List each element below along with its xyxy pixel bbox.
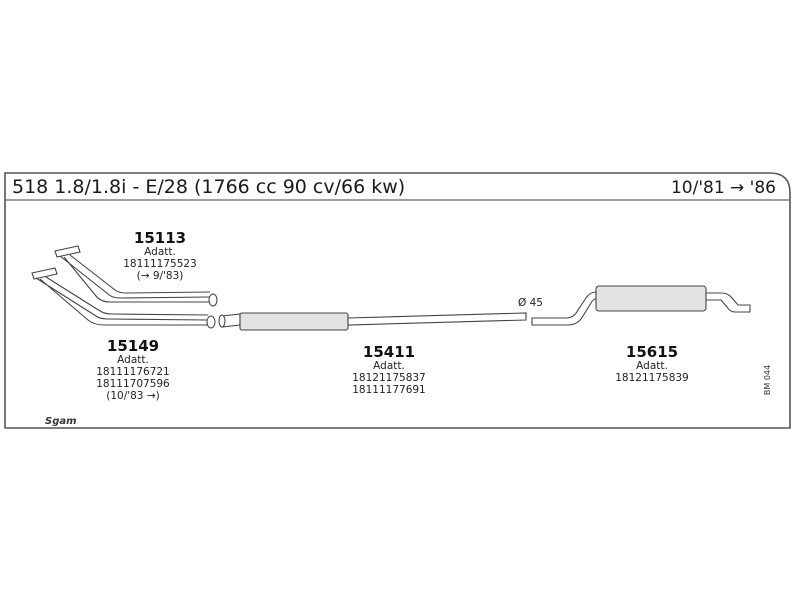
rear-silencer-box (595, 285, 707, 312)
middle-pipe-inlet-ring (218, 314, 226, 328)
middle-pipe-tube (347, 312, 527, 326)
part-line: Adatt. (636, 360, 668, 372)
brand-logo: Sgam (45, 416, 77, 427)
rear-tailpipe (705, 292, 751, 313)
part-line: Adatt. (117, 354, 149, 366)
part-number: 15615 (626, 343, 678, 361)
part-label-15411: 15411 Adatt. 18121175837 18111177691 (352, 343, 426, 396)
centre-silencer (239, 312, 349, 331)
production-date-range: 10/'81 → '86 (671, 178, 776, 198)
part-line: 18121175837 (352, 372, 426, 384)
upper-flange (54, 245, 81, 258)
part-line: (10/'83 →) (106, 390, 159, 402)
part-number: 15113 (134, 229, 186, 247)
catalog-code: BM 044 (763, 365, 772, 395)
part-line: Adatt. (144, 246, 176, 258)
part-line: Adatt. (373, 360, 405, 372)
part-line: 18111175523 (123, 258, 197, 270)
upper-pipe (59, 254, 211, 303)
part-line: (→ 9/'83) (137, 270, 184, 282)
part-line: 18111707596 (96, 378, 170, 390)
middle-pipe-assembly (218, 312, 527, 331)
part-label-15615: 15615 Adatt. 18121175839 (615, 343, 689, 384)
upper-pipe-end (208, 293, 218, 307)
part-number: 15149 (107, 337, 159, 355)
front-downpipe-assembly (31, 245, 218, 329)
diagram-panel (4, 172, 791, 429)
lower-pipe (35, 276, 209, 326)
part-number: 15411 (363, 343, 415, 361)
part-label-15113: 15113 Adatt. 18111175523 (→ 9/'83) (123, 229, 197, 282)
vehicle-title: 518 1.8/1.8i - E/28 (1766 cc 90 cv/66 kw… (12, 176, 405, 198)
part-line: 18111177691 (352, 384, 426, 396)
part-line: 18121175839 (615, 372, 689, 384)
part-label-15149: 15149 Adatt. 18111176721 18111707596 (10… (96, 337, 170, 402)
lower-flange (31, 267, 58, 280)
lower-pipe-end (206, 315, 216, 329)
rear-silencer-assembly (531, 285, 751, 326)
pipe-diameter-label: Ø 45 (518, 297, 543, 309)
part-line: 18111176721 (96, 366, 170, 378)
